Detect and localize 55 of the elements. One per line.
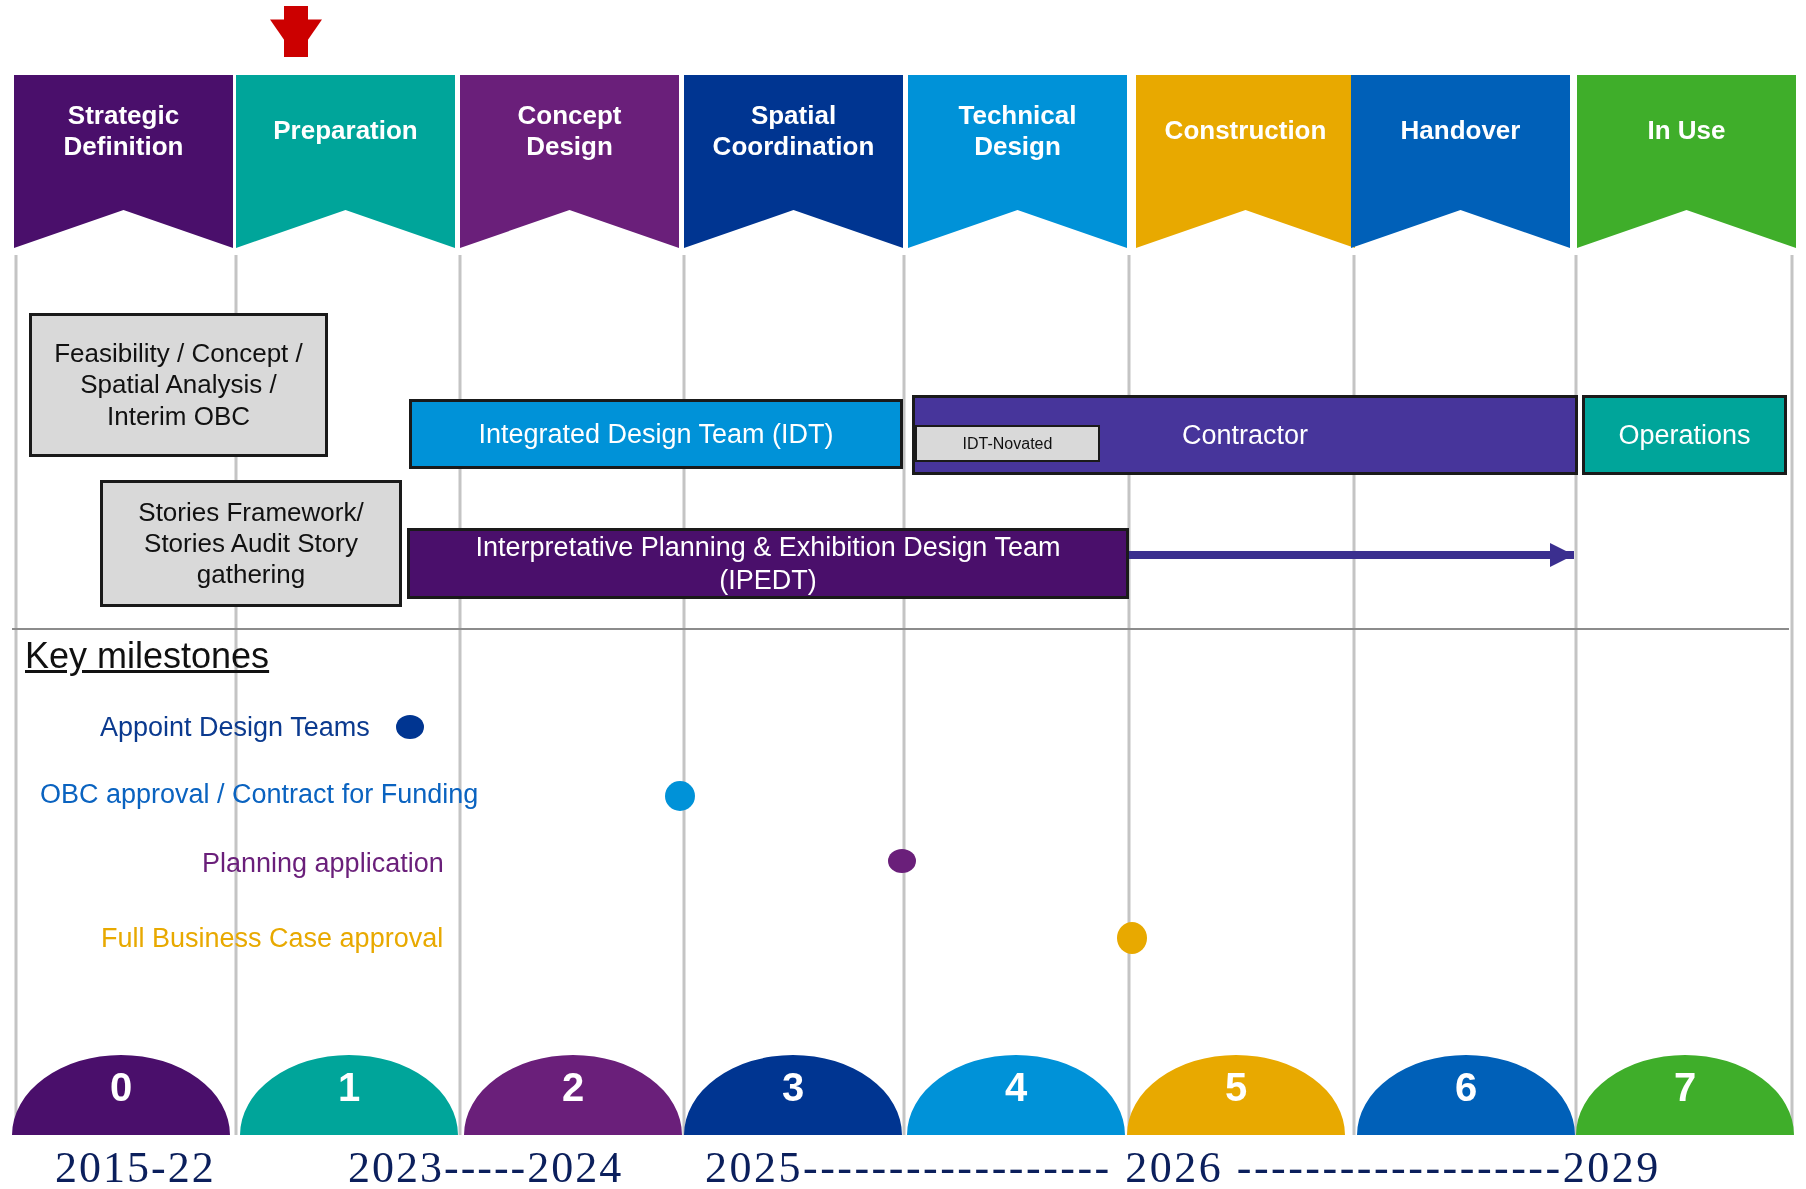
note-box [100,480,402,607]
team-bar [409,399,903,469]
stage-number-dome [1576,1055,1794,1135]
stage-banner [460,75,679,248]
year-range: 2023-----2024 [348,1142,624,1189]
box-text: Stories Framework/ Stories Audit Story gathering [137,496,365,591]
stage-title: Spatial Coordination [711,98,876,163]
stage-number: 1 [336,1064,362,1111]
stage-title: Handover [1399,114,1522,148]
stage-number: 4 [1003,1064,1029,1111]
stage-number: 6 [1453,1064,1479,1111]
box-text: Operations [1617,418,1752,452]
stage-number-dome [907,1055,1125,1135]
stage-number-dome [1127,1055,1345,1135]
stage-number-dome [1357,1055,1575,1135]
box-text: Interpretative Planning & Exhibition Design Team (IPEDT) [474,531,1062,596]
stage-number: 3 [780,1064,806,1111]
team-bar [912,395,1578,475]
milestone-label: Planning application [202,848,444,879]
stage-title: In Use [1646,114,1727,148]
year-range: 2015-22 [55,1142,216,1189]
note-box [29,313,328,457]
stage-number: 5 [1223,1064,1249,1111]
stage-banner [1351,75,1570,248]
arrow [270,6,322,57]
year-range: 2025------------------ 2026 -------------------2029 [705,1142,1661,1189]
milestone-label: Appoint Design Teams [100,712,370,743]
stage-banner [1577,75,1796,248]
stage-banner [1136,75,1355,248]
team-bar [1582,395,1787,475]
stage-banner [236,75,455,248]
stage-title: Concept Design [516,98,623,163]
stage-banner [684,75,903,248]
milestone-label: Full Business Case approval [101,923,444,954]
stage-number: 0 [108,1064,134,1111]
team-bar [407,528,1129,599]
box-text: Integrated Design Team (IDT) [477,417,835,451]
box-text: Contractor [1180,418,1310,452]
box-text: IDT-Novated [961,433,1054,454]
stage-title: Technical Design [957,98,1078,163]
tag-box [915,425,1100,462]
stage-number: 2 [560,1064,586,1111]
stage-title: Preparation [272,114,419,148]
stage-banner [14,75,233,248]
stage-number-dome [240,1055,458,1135]
box-text: Feasibility / Concept / Spatial Analysis / Interim OBC [53,338,304,432]
section-heading: Key milestones [25,635,270,677]
stage-banner [908,75,1127,248]
stage-title: Strategic Definition [62,98,185,163]
stage-number: 7 [1672,1064,1698,1111]
stage-number-dome [464,1055,682,1135]
milestone-label: OBC approval / Contract for Funding [40,779,479,810]
stage-number-dome [12,1055,230,1135]
stage-number-dome [684,1055,902,1135]
stage-title: Construction [1163,114,1328,148]
